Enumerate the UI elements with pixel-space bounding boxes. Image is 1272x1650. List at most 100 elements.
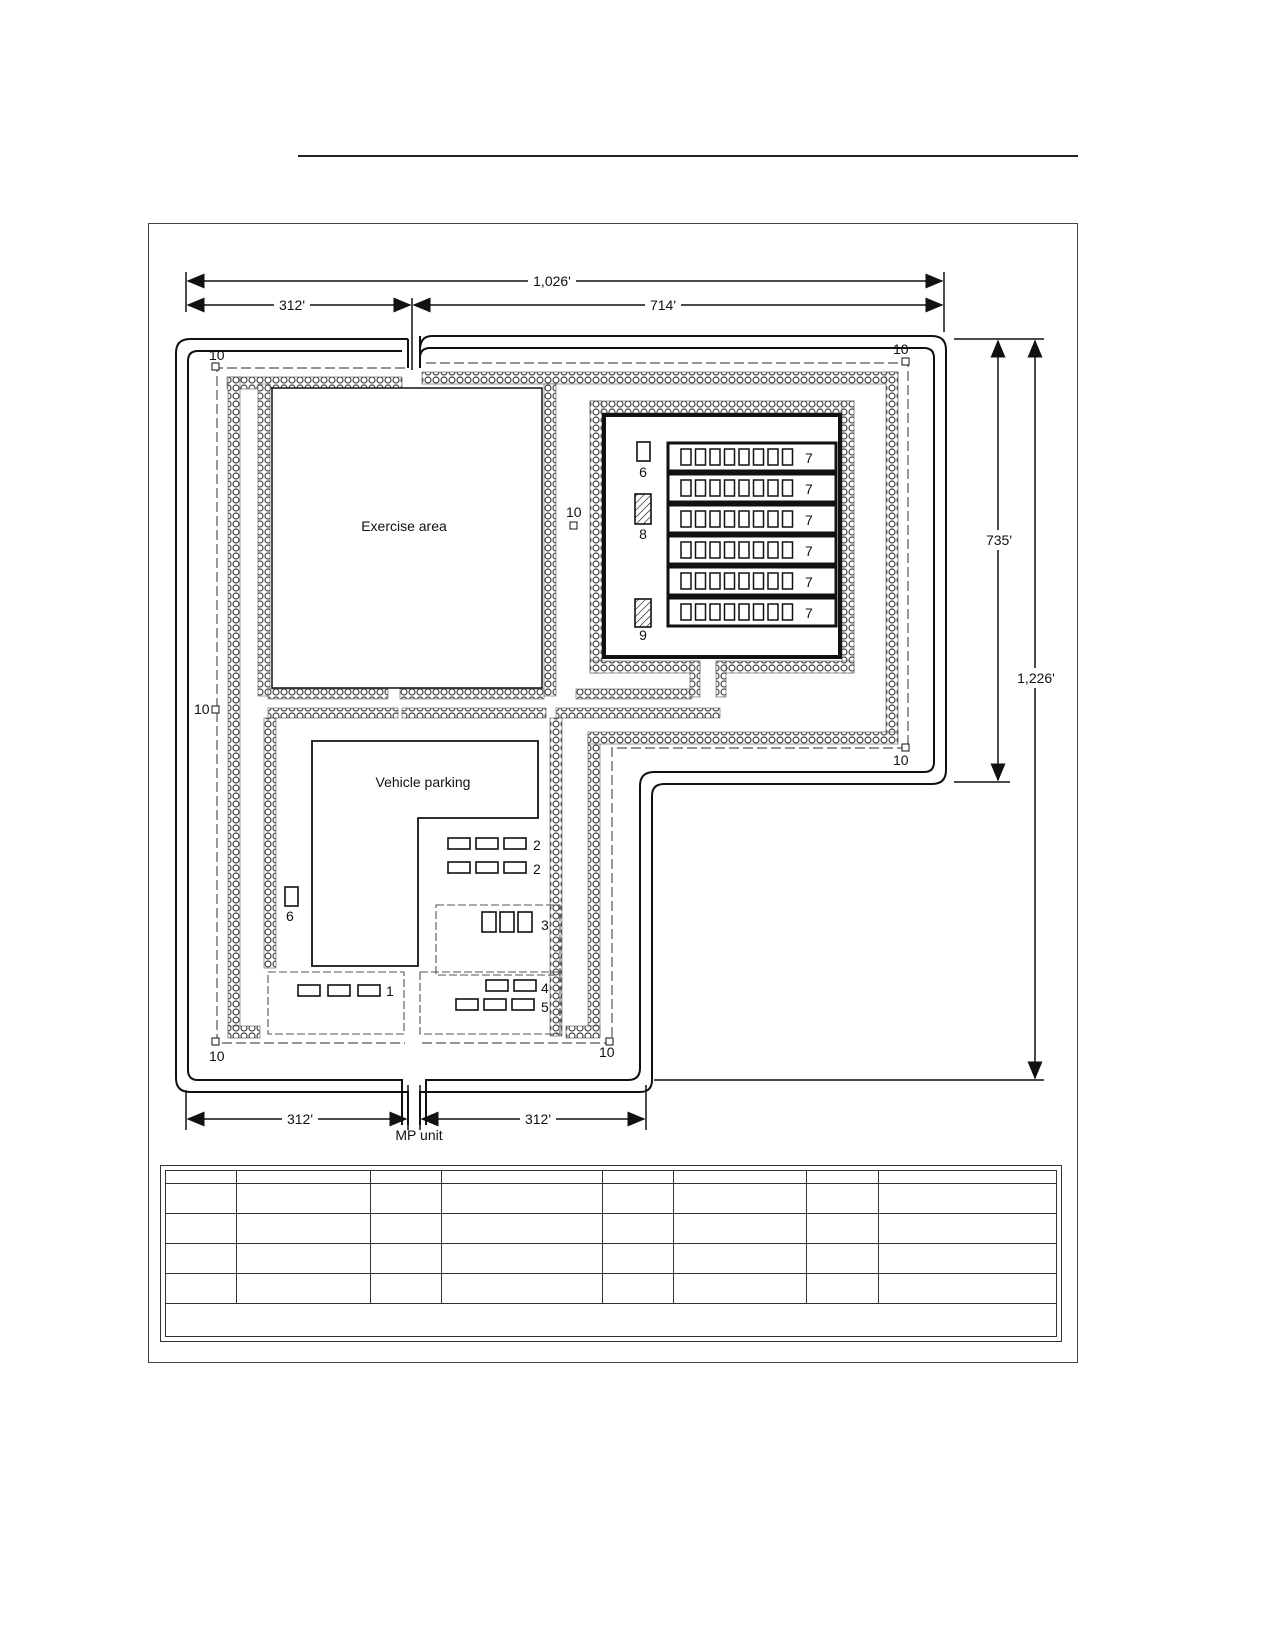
item-6-building-icon [636,441,651,462]
detention-compound [602,413,842,659]
small-building-icon [475,837,499,850]
header-rule [298,155,1078,157]
housing-row-label: 7 [805,481,813,497]
legend-cell [877,1272,1058,1304]
svg-text:4: 4 [541,980,549,996]
tower-left-icon [211,705,220,714]
tower-top-left-icon [211,362,220,371]
tower-mid-icon [569,521,578,530]
legend-cell [236,1169,371,1185]
housing-unit-icon [767,448,779,466]
housing-unit-icon [694,572,707,590]
housing-unit-icon [781,479,794,497]
housing-unit-icon [738,541,750,559]
dim-total-height-label: 1,226' [1017,670,1055,686]
item-8-building-icon [634,493,652,525]
legend-cell [369,1183,443,1215]
housing-unit-icon [709,572,721,590]
tower-bottom-left-icon [211,1037,220,1046]
legend-cell [369,1272,443,1304]
fenced-yards [267,904,561,1035]
housing-unit-icon [709,541,721,559]
housing-unit-icon [767,510,779,528]
legend-cell [164,1243,238,1274]
dim-left-width-label: 312' [279,297,305,313]
housing-unit-icon [781,603,794,621]
svg-text:9: 9 [639,627,647,643]
housing-unit-icon [752,541,765,559]
legend-cell [806,1169,879,1185]
legend-cell [806,1272,879,1304]
legend-cell [441,1213,603,1245]
legend-row [164,1243,1058,1274]
housing-unit-icon [767,479,779,497]
legend-row [165,1302,1057,1338]
perimeter-road [175,335,947,1125]
legend-cell [236,1213,371,1245]
housing-unit-icon [781,572,794,590]
legend-row [164,1169,1058,1185]
legend-row [164,1272,1058,1304]
legend-cell [369,1243,443,1274]
legend-cell [601,1213,674,1245]
tower-bottom-right-icon [605,1037,614,1046]
svg-text:10: 10 [893,341,909,357]
small-building-icon [485,979,509,992]
item-labels: 1 2 2 3 4 5 6 [286,837,549,1015]
legend-cell [164,1272,238,1304]
housing-unit-icon [709,479,721,497]
small-building-icon [357,984,381,997]
housing-unit-icon [738,603,750,621]
legend-cell [672,1183,808,1215]
housing-unit-icon [723,603,736,621]
dim-right-width-label: 714' [650,297,676,313]
housing-unit-icon [767,603,779,621]
guard-towers [211,357,910,1046]
housing-row-label: 7 [805,605,813,621]
tower-labels: 10 10 10 10 10 10 10 [194,341,909,1064]
small-buildings [297,837,537,1011]
housing-row-frame [666,503,838,535]
svg-text:8: 8 [639,526,647,542]
vehicle-parking-label: Vehicle parking [376,774,471,790]
mp-unit-label: MP unit [395,1127,442,1143]
dim-bottom-right-label: 312' [525,1111,551,1127]
svg-text:10: 10 [893,752,909,768]
legend-cell [369,1213,443,1245]
housing-unit-icon [738,572,750,590]
housing-row-label: 7 [805,450,813,466]
svg-text:10: 10 [209,1048,225,1064]
dimension-labels: 1,026' 312' 714' 735' 1,226' 312' 312' M… [274,272,1058,1143]
housing-unit-icon [767,572,779,590]
svg-text:6: 6 [286,908,294,924]
legend-cell [877,1213,1058,1245]
legend-table [160,1165,1062,1342]
small-building-icon [503,837,527,850]
housing-unit-icon [723,541,736,559]
legend-cell [877,1243,1058,1274]
small-building-icon [511,998,535,1011]
legend-cell [672,1169,808,1185]
legend-note-cell [165,1302,1057,1338]
small-building-icon [499,911,515,933]
legend-cell [601,1183,674,1215]
figure-frame [148,223,1078,1363]
vehicle-parking-area [311,740,539,967]
housing-unit-icon [694,479,707,497]
housing-unit-icon [709,603,721,621]
legend-cell [806,1213,879,1245]
svg-text:10: 10 [209,347,225,363]
housing-unit-icon [781,541,794,559]
legend-cell [441,1272,603,1304]
legend-cell [441,1169,603,1185]
housing-unit-icon [752,448,765,466]
item-9-building-icon [634,598,652,628]
housing-unit-icon [680,572,692,590]
legend-cell [806,1183,879,1215]
housing-row-label: 7 [805,574,813,590]
small-building-icon [327,984,351,997]
legend-cell [369,1169,443,1185]
legend-cell [672,1243,808,1274]
svg-text:3: 3 [541,917,549,933]
